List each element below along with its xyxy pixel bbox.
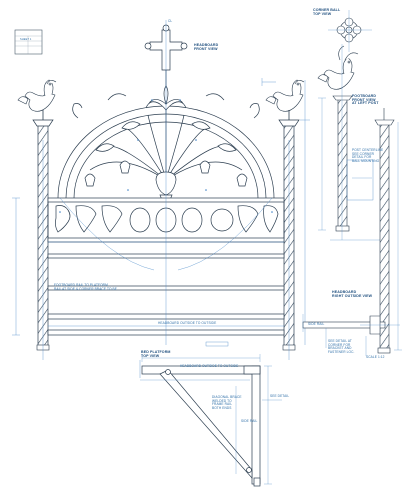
footboard-dims [318,44,380,241]
scale-note: SCALE 1:12 [366,355,385,359]
rail-dim-label: HEADBOARD OUTSIDE TO OUTSIDE [158,321,217,325]
title-block-label: SHEET 1 [20,38,32,41]
dimension-lines [12,20,310,378]
post-note: POST CENTERLINE SEE CORNER DETAIL FOR BA… [352,148,384,163]
headboard-right-view [302,108,400,354]
bed-platform-label: BED PLATFORM TOP VIEW [141,350,171,358]
footboard-front-view [317,45,374,232]
left-bird-finial-icon [17,79,57,120]
headboard-arch [57,85,275,201]
right-view-dims [302,122,402,356]
title-block [14,29,43,55]
cl-note: CL [168,19,173,23]
right-note: SEE DETAIL AT CORNER FOR BRACKET AND FAS… [328,339,355,354]
right-bird-finial-icon [265,79,305,120]
detail-label: SEE DETAIL [270,394,290,398]
brace-note: DIAGONAL BRACE WELDED TO FRAME RAIL BOTH… [212,395,242,410]
side-rail-right-label: SIDE RAIL [308,322,325,326]
headboard-front-view [17,24,305,351]
corner-ball-top-view [328,10,372,52]
lower-dim-label: HEADBOARD OUTSIDE TO OUTSIDE [180,364,239,368]
side-rail-note: SIDE RAIL [241,419,258,423]
headboard-front-label: HEADBOARD FRONT VIEW [194,43,219,51]
footboard-bird-finial-icon [317,45,359,90]
bed-platform-top-view [141,365,261,487]
annotation-markers [59,99,273,213]
headboard-right-label: HEADBOARD RIGHT OUTSIDE VIEW [332,290,373,298]
rail-note: FOOTBOARD RAIL TO PLATFORM RAIL AT SIDE … [54,283,117,291]
corner-ball-top-label: CORNER BALL TOP VIEW [313,8,341,16]
platform-dims [140,354,282,485]
footboard-front-label: FOOTBOARD FRONT VIEW AT LEFT POST [352,94,379,106]
